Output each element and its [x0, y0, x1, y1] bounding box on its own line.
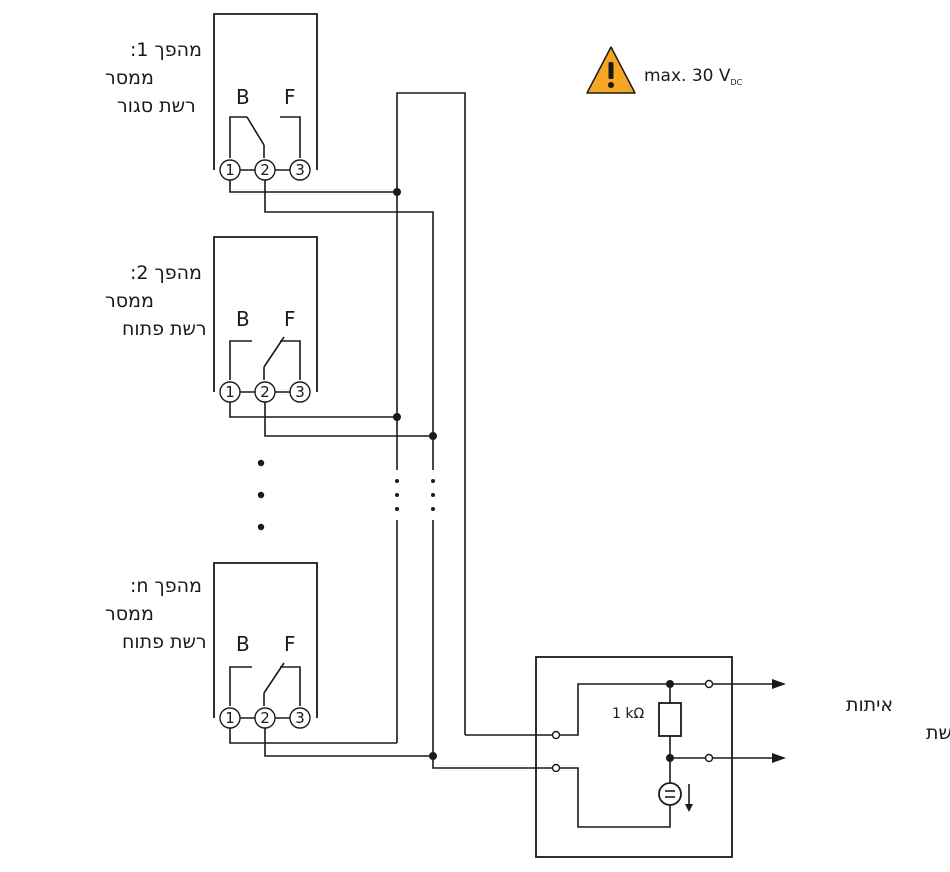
- internal-wire-bottom: [559, 767, 671, 828]
- relay-2-terminal-3: [289, 381, 311, 403]
- bus-gap-dot: [395, 479, 399, 483]
- relay-n-housing: [213, 562, 318, 718]
- relay-2-label-line1: מהפך 2:: [130, 262, 202, 284]
- relay-2: מהפך 2: ממסר רשת פתוח B F 1 2 3: [105, 236, 318, 403]
- input-terminal-1: [551, 730, 561, 740]
- output-arrow-1-icon: [772, 679, 786, 689]
- relay-1-label-line2: ממסר: [105, 67, 154, 89]
- current-source-icon: [658, 782, 682, 806]
- bus-terminal-2: [264, 180, 553, 769]
- relay-1-terminal-1-label: 1: [225, 161, 235, 179]
- resistor-label: 1 kΩ: [612, 706, 644, 722]
- output-terminal-1: [704, 679, 714, 689]
- wire-relay-1-t1: [229, 180, 397, 193]
- junction-dot: [393, 413, 401, 421]
- wire-relay-n-t2: [264, 728, 433, 757]
- relay-1-b-label: B: [236, 85, 250, 109]
- ellipsis-dot: [257, 459, 265, 467]
- bus-gap-dot: [431, 507, 435, 511]
- relay-n: מהפך n: ממסר רשת פתוח B F 1 2 3: [105, 562, 318, 729]
- relay-2-label-line2: ממסר: [105, 290, 154, 312]
- relay-1-label-line3: רשת סגור: [117, 95, 196, 117]
- relay-n-terminal-3: [289, 707, 311, 729]
- bus-gap-dot: [431, 479, 435, 483]
- relay-n-b-label: B: [236, 632, 250, 656]
- warning-exclamation-dot: [608, 82, 614, 88]
- junction-dot: [429, 432, 437, 440]
- internal-wire-top: [559, 683, 705, 736]
- bus-1-vertical-top: [396, 92, 466, 735]
- junction-dot: [666, 680, 674, 688]
- relay-2-label-line3: רשת פתוח: [122, 318, 207, 340]
- relay-n-terminal-2-label: 2: [260, 709, 270, 727]
- relay-2-terminal-2-label: 2: [260, 383, 270, 401]
- output-terminal-2: [704, 753, 714, 763]
- relay-n-label-line3: רשת פתוח: [122, 631, 207, 653]
- relay-ellipsis: [257, 459, 265, 531]
- relay-1-terminal-2-label: 2: [260, 161, 270, 179]
- relay-1: מהפך 1: ממסר רשת סגור B F 1 2 3: [105, 13, 318, 181]
- warning-text-main: max. 30 V: [644, 66, 731, 86]
- ellipsis-dot: [257, 491, 265, 499]
- bus-gap-dot: [431, 493, 435, 497]
- bus-2-vertical-bottom: [432, 520, 553, 769]
- relay-2-f-label: F: [284, 307, 296, 331]
- wire-relay-n-t1: [229, 728, 397, 744]
- relay-1-contact-f: [280, 116, 301, 158]
- warning-text-subscript: DC: [731, 78, 743, 87]
- relay-1-f-label: F: [284, 85, 296, 109]
- relay-2-b-label: B: [236, 307, 250, 331]
- junction-dot: [393, 188, 401, 196]
- bus-gap-dot: [395, 493, 399, 497]
- output-label-line2: למפעיל רשת: [926, 722, 950, 744]
- output-arrow-2-icon: [772, 753, 786, 763]
- output-label-line1: איתות: [846, 694, 893, 716]
- relay-n-contact-b: [229, 666, 252, 706]
- resistor-1k-icon: [658, 702, 682, 737]
- relay-1-housing: [213, 13, 318, 170]
- relay-n-switch-lever: [263, 662, 285, 694]
- relay-2-switch-lever: [263, 336, 285, 368]
- relay-2-terminal-1-label: 1: [225, 383, 235, 401]
- relay-2-housing: [213, 236, 318, 392]
- relay-n-label-line1: מהפך n:: [130, 575, 202, 597]
- relay-1-label-line1: מהפך 1:: [130, 39, 202, 61]
- relay-n-contact-f: [280, 666, 301, 706]
- ellipsis-dot: [257, 523, 265, 531]
- relay-2-contact-b: [229, 340, 252, 380]
- bus-terminal-1: [229, 92, 466, 744]
- relay-1-switch-lever: [246, 116, 265, 146]
- wire-relay-2-t1: [229, 402, 397, 418]
- relay-1-terminal-3-label: 3: [295, 161, 305, 179]
- bus-gap-dot: [395, 507, 399, 511]
- relay-1-contact-b: [229, 116, 247, 158]
- wire-relay-2-t2: [264, 402, 433, 437]
- relay-2-contact-f: [280, 340, 301, 380]
- relay-1-terminal-3: [289, 159, 311, 181]
- relay-n-terminal-3-label: 3: [295, 709, 305, 727]
- warning-notice: max. 30 VDC: [586, 46, 743, 94]
- input-terminal-2: [551, 763, 561, 773]
- warning-exclamation-bar: [608, 62, 614, 79]
- relay-n-terminal-1-label: 1: [225, 709, 235, 727]
- signal-module-housing: [535, 656, 733, 858]
- relay-2-terminal-3-label: 3: [295, 383, 305, 401]
- junction-dot: [429, 752, 437, 760]
- relay-n-f-label: F: [284, 632, 296, 656]
- warning-text: max. 30 VDC: [644, 66, 743, 87]
- current-direction-arrow-icon: [685, 804, 693, 812]
- signal-module: 1 kΩ: [465, 656, 786, 858]
- relay-n-label-line2: ממסר: [105, 603, 154, 625]
- wire-relay-1-t2: [264, 180, 434, 470]
